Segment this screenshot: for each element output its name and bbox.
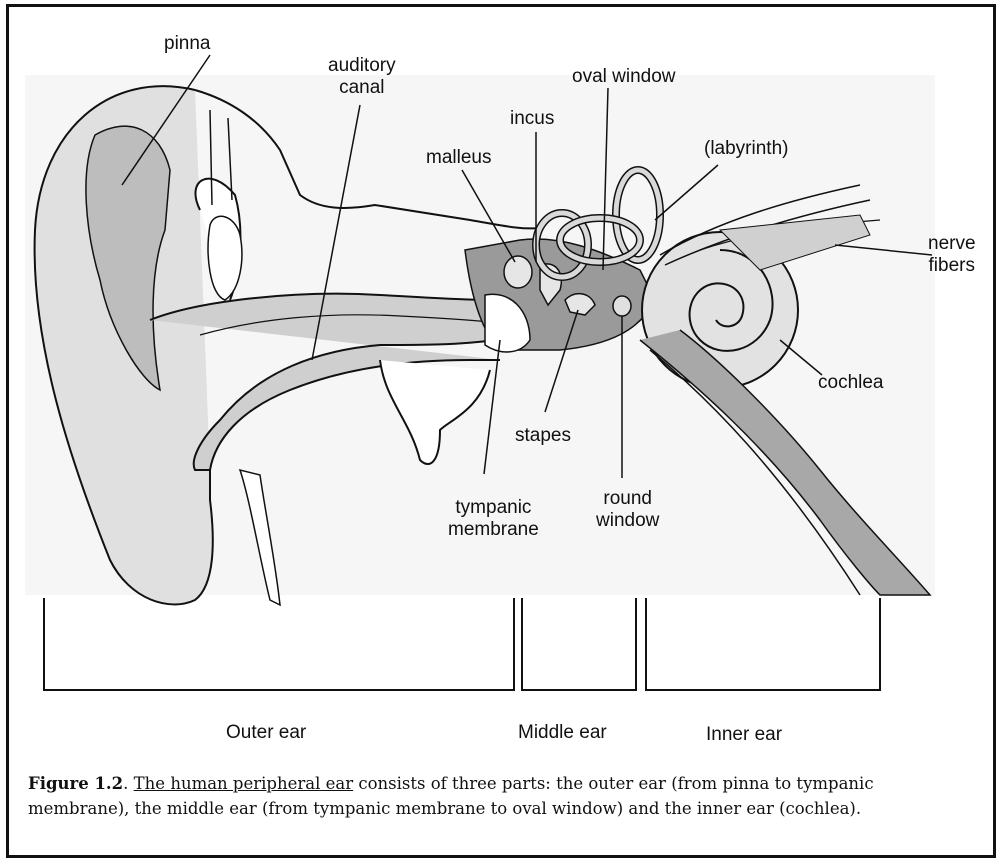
- label-incus: incus: [510, 108, 554, 130]
- caption-underlined-title: The human peripheral ear: [134, 774, 353, 793]
- label-oval-window: oval window: [572, 66, 676, 88]
- outer-ear-bracket: [44, 598, 514, 690]
- middle-ear-bracket: [522, 598, 636, 690]
- round-window-shape: [613, 296, 631, 316]
- label-nerve-fibers: nerve fibers: [928, 233, 976, 277]
- section-middle-ear: Middle ear: [518, 722, 607, 744]
- label-cochlea: cochlea: [818, 372, 884, 394]
- label-malleus: malleus: [426, 147, 491, 169]
- label-auditory-canal: auditory canal: [328, 55, 396, 99]
- figure-number: Figure 1.2: [28, 774, 123, 793]
- label-labyrinth: (labyrinth): [704, 138, 788, 160]
- section-brackets: [44, 598, 880, 690]
- label-stapes: stapes: [515, 425, 571, 447]
- section-inner-ear: Inner ear: [706, 724, 782, 746]
- caption-period: .: [123, 774, 134, 793]
- label-tympanic-membrane: tympanic membrane: [448, 497, 539, 541]
- inner-ear-bracket: [646, 598, 880, 690]
- malleus-shape: [504, 256, 532, 288]
- label-round-window: round window: [596, 488, 659, 532]
- section-outer-ear: Outer ear: [226, 722, 306, 744]
- figure-caption: Figure 1.2. The human peripheral ear con…: [28, 771, 973, 821]
- label-pinna: pinna: [164, 33, 211, 55]
